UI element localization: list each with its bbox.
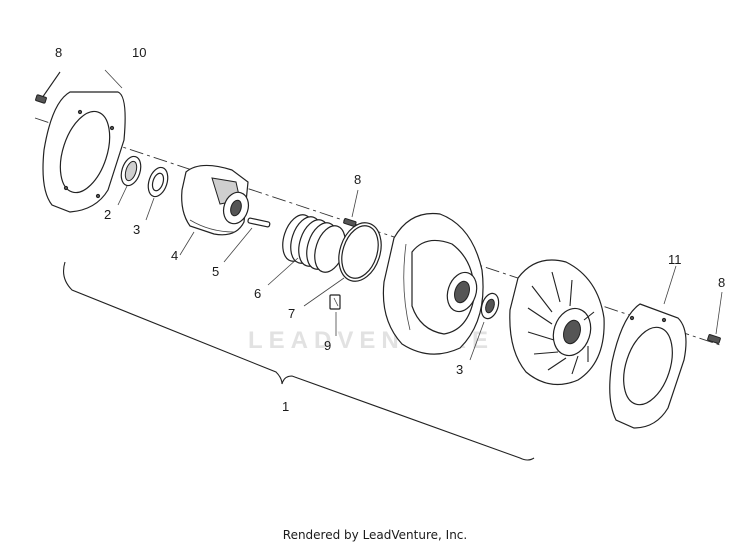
callout-8-right: 8 xyxy=(718,275,725,290)
callout-3-right: 3 xyxy=(456,362,463,377)
cover-plate-left xyxy=(42,69,126,213)
snap-ring xyxy=(117,155,142,206)
spring xyxy=(267,214,346,286)
set-screw xyxy=(329,294,341,336)
callout-3-left: 3 xyxy=(133,222,140,237)
callout-9: 9 xyxy=(324,338,331,353)
render-credit: Rendered by LeadVenture, Inc. xyxy=(282,528,468,542)
moveable-sheave xyxy=(382,212,484,355)
bolt-left xyxy=(35,71,61,104)
retaining-ring xyxy=(303,222,382,307)
spider-cam xyxy=(179,164,250,256)
washer-left xyxy=(145,166,169,221)
callout-5: 5 xyxy=(212,264,219,279)
assembly-bracket xyxy=(63,261,535,461)
callout-7: 7 xyxy=(288,306,295,321)
callout-2: 2 xyxy=(104,207,111,222)
pin xyxy=(223,217,271,263)
callout-4: 4 xyxy=(171,248,178,263)
bolt-middle xyxy=(343,189,359,227)
bolt-right xyxy=(707,291,723,344)
callout-11: 11 xyxy=(668,252,682,267)
fixed-sheave xyxy=(509,259,605,386)
callout-6: 6 xyxy=(254,286,261,301)
callout-8-left: 8 xyxy=(55,45,62,60)
callout-1: 1 xyxy=(282,399,289,414)
callout-8-middle: 8 xyxy=(354,172,361,187)
washer-right xyxy=(469,292,500,361)
cover-plate-right xyxy=(609,265,687,429)
callout-10: 10 xyxy=(132,45,146,60)
